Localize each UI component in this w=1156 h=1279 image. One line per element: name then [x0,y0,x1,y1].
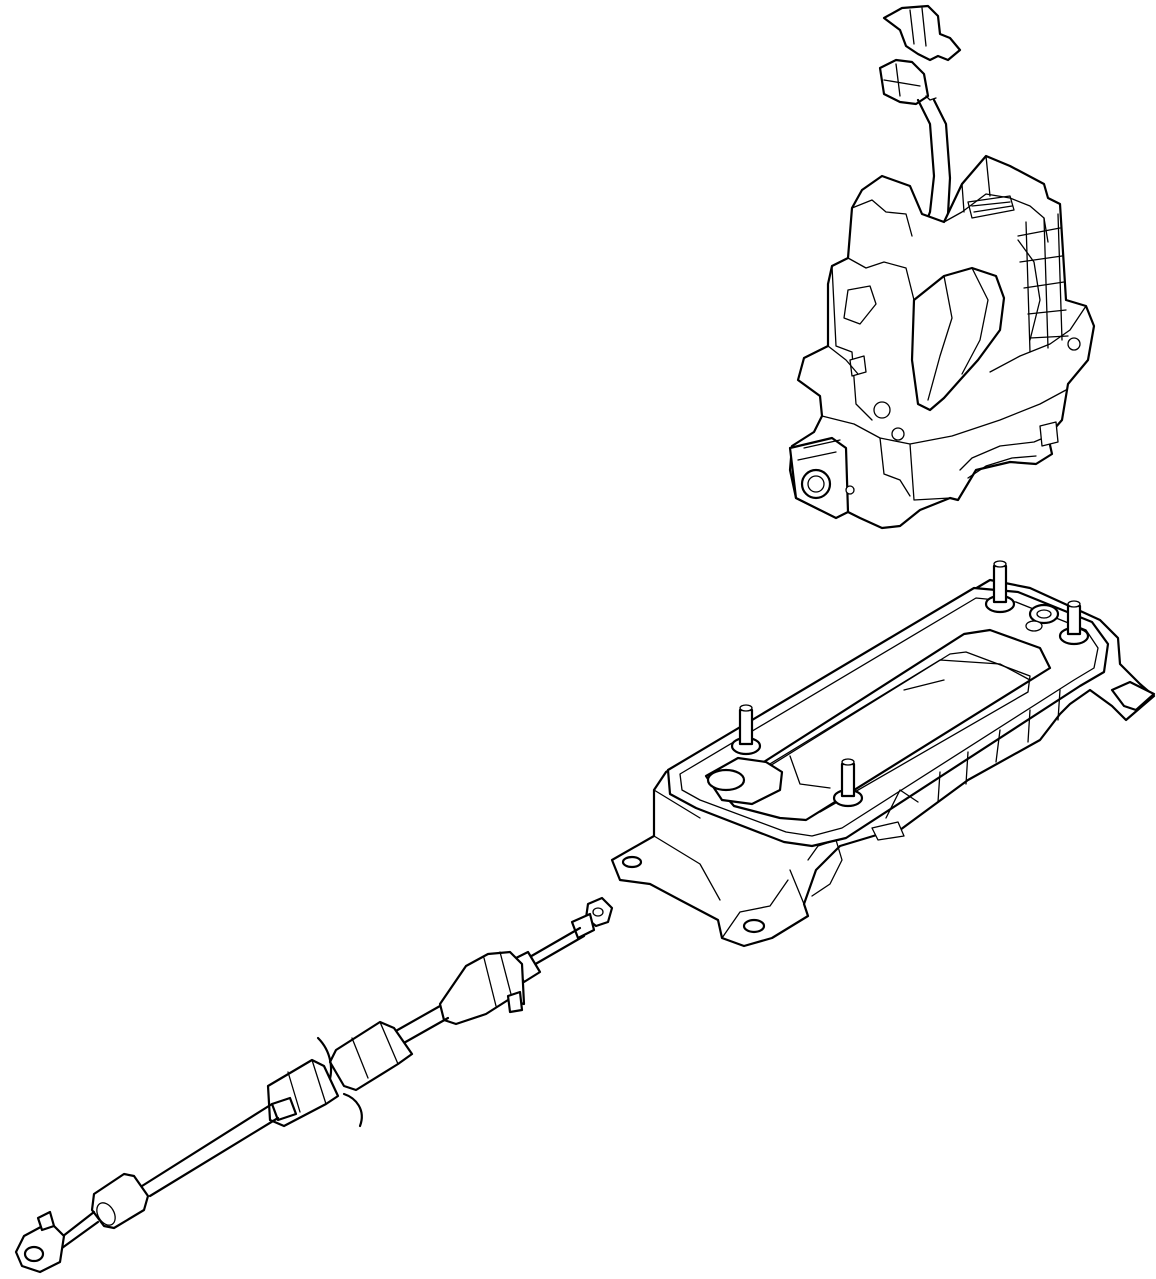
shifter-base [610,560,1156,948]
stud [984,560,1016,614]
stud [1058,600,1090,646]
stud [730,704,762,756]
shift-cable [14,896,614,1274]
shifter-assembly [788,4,1096,530]
stud [832,758,864,808]
